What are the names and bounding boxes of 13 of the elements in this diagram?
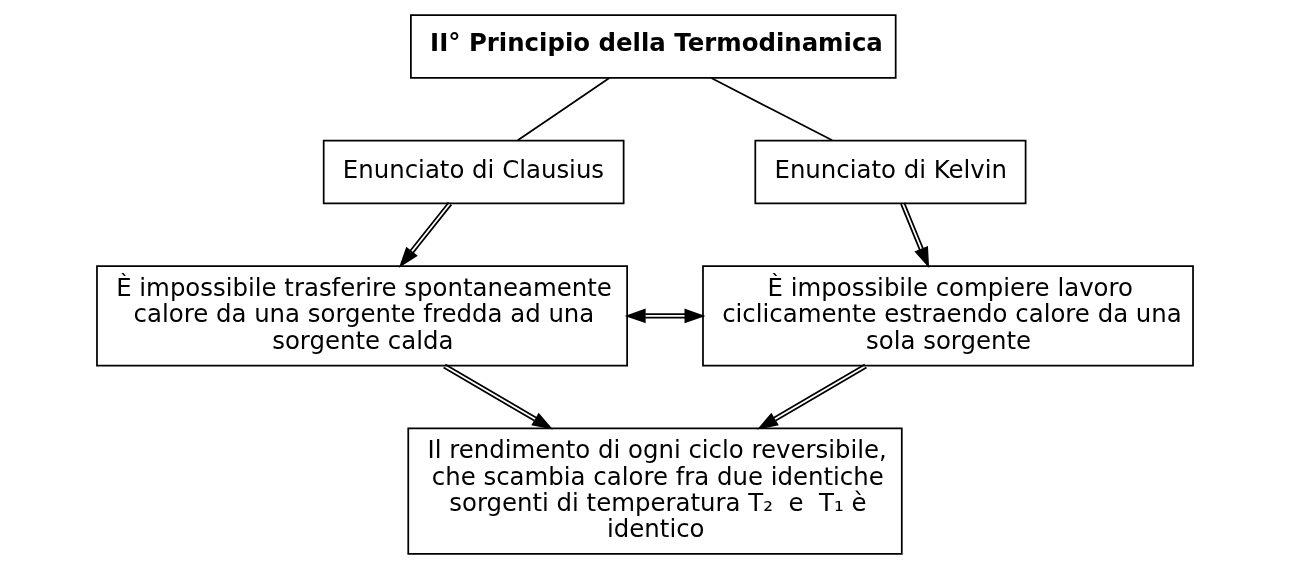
arrow — [442, 363, 554, 430]
node-box: È impossibile compiere lavoro ciclicamente estraendo calore da una sola sorgente — [702, 265, 1194, 367]
arrow — [398, 201, 453, 268]
arrow — [757, 363, 868, 430]
node-box: II° Principio della Termodinamica — [410, 14, 897, 79]
connector — [710, 77, 834, 142]
node-box: Il rendimento di ogni ciclo reversibile, che scambia calore fra due identiche sorgenti di temperatura T₂ e T₁ è identico — [407, 427, 903, 555]
node-box: È impossibile trasferire spontaneamente calore da una sorgente fredda ad una sorgente calda — [96, 265, 628, 367]
arrow — [624, 308, 706, 324]
node-box: Enunciato di Clausius — [322, 139, 625, 205]
connector — [516, 77, 611, 142]
arrow — [900, 202, 930, 269]
node-box: Enunciato di Kelvin — [754, 139, 1027, 205]
